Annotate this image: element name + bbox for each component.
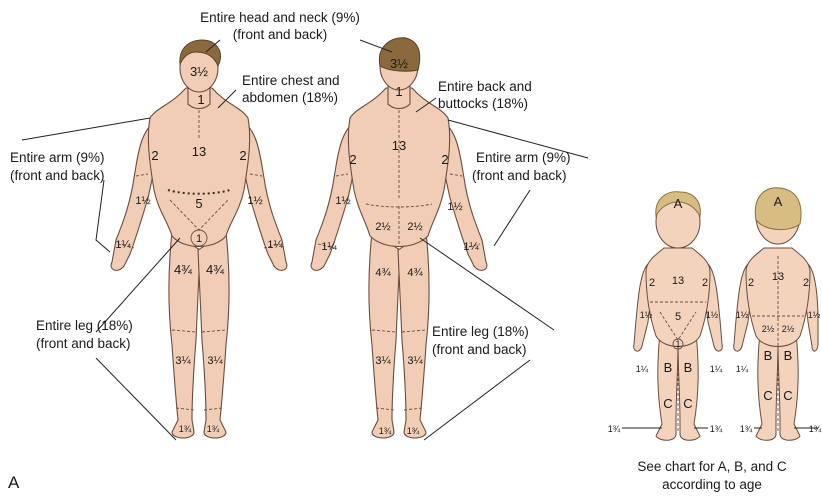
adult-front-foot-left-pct: 1¾ [179,424,192,434]
annotation-leg-right-sub: (front and back) [432,342,527,357]
adult-back-neck-pct: 1 [395,84,402,99]
child-front-foot-left-pct: 1¾ [608,424,621,434]
annotation-back-buttocks: Entire back and [438,79,532,94]
adult-back-thigh-left-pct: 4¾ [375,267,391,279]
annotation-chest-abdomen: Entire chest and [242,73,340,88]
child-back-forearm-right-pct: 1½ [808,310,821,320]
adult-front-hand-left-pct: 1¼ [115,239,131,251]
child-back-thigh-left-label: B [764,348,773,363]
child-front-leg-right-label: C [683,396,692,411]
annotation-back-buttocks-sub: buttocks (18%) [438,96,528,111]
adult-back-hand-right-pct: 1¼ [463,241,479,253]
adult-back-buttock-left-pct: 2½ [375,221,390,233]
annotation-chest-abdomen-sub: abdomen (18%) [242,90,338,105]
adult-front-forearm-left-pct: 1½ [135,195,150,207]
child-back-upper-arm-right-pct: 2 [803,277,809,289]
annotation-head-neck-sub: (front and back) [233,27,328,42]
adult-back-leg-right-pct: 3¼ [407,355,423,367]
child-back-upper-arm-left-pct: 2 [748,277,754,289]
child-front-forearm-left-pct: 1½ [640,310,653,320]
child-front-abdomen-pct: 5 [675,311,681,323]
adult-back-foot-right-pct: 1¾ [407,426,420,436]
child-front-head-label: A [674,196,683,211]
child-front-chest-pct: 13 [672,275,684,287]
adult-back-upper-arm-right-pct: 2 [441,152,448,167]
child-back-foot-left-pct: 1¾ [740,424,753,434]
adult-front-thigh-left-pct: 4¾ [174,262,192,277]
adult-back-forearm-left-pct: 1½ [335,195,350,207]
annotation-head-neck: Entire head and neck (9%) [200,10,360,25]
child-back-foot-right-pct: 1¾ [809,424,822,434]
child-back-leg-right-label: C [783,388,792,403]
adult-back-hand-left-pct: 1¼ [321,241,337,253]
child-front-thigh-left-label: B [664,360,673,375]
annotation-leg-right: Entire leg (18%) [432,324,529,339]
child-back-thigh-right-label: B [784,348,793,363]
adult-back-leg-left-pct: 3¼ [375,355,391,367]
child-front-foot-right-pct: 1¾ [710,424,723,434]
adult-back-buttock-right-pct: 2½ [407,221,422,233]
annotation-leg-left-sub: (front and back) [36,336,131,351]
adult-front-genitalia-pct: 1 [196,233,202,245]
child-front-forearm-right-pct: 1½ [706,310,719,320]
child-front-upper-arm-right-pct: 2 [702,277,708,289]
child-back-hand-left-pct: 1¼ [736,364,749,374]
adult-front-leg-left-pct: 3¼ [175,355,191,367]
adult-back-foot-left-pct: 1¾ [379,426,392,436]
adult-front-foot-right-pct: 1¾ [207,424,220,434]
adult-front-chest-pct: 13 [192,144,206,159]
child-caption-line1: See chart for A, B, and C [637,459,787,474]
child-back-back-pct: 13 [772,271,784,283]
adult-front-head-pct: 3½ [190,64,208,79]
child-back-head-label: A [774,194,783,209]
annotation-arm-right-sub: (front and back) [472,168,567,183]
adult-back-head-pct: 3½ [390,56,408,71]
child-front-leg-left-label: C [663,396,672,411]
adult-front-upper-arm-left-pct: 2 [151,148,158,163]
child-back-buttock-left-pct: 2½ [762,324,775,334]
child-front-thigh-right-label: B [684,360,693,375]
child-front-genitalia-pct: 1 [675,339,680,349]
annotation-leg-left: Entire leg (18%) [36,318,133,333]
annotation-arm-left: Entire arm (9%) [10,150,105,165]
adult-front-forearm-right-pct: 1½ [247,195,262,207]
adult-front-abdomen-pct: 5 [195,196,202,211]
child-caption-line2: according to age [662,477,762,492]
adult-back-thigh-right-pct: 4¾ [407,267,423,279]
adult-back-back-pct: 13 [392,138,406,153]
adult-back-upper-arm-left-pct: 2 [349,152,356,167]
child-back-buttock-right-pct: 2½ [782,324,795,334]
annotation-arm-left-sub: (front and back) [10,168,105,183]
adult-front-upper-arm-right-pct: 2 [239,148,246,163]
child-front-hand-left-pct: 1¼ [636,364,649,374]
child-front-upper-arm-left-pct: 2 [649,277,655,289]
annotation-arm-right: Entire arm (9%) [476,150,571,165]
adult-front-neck-pct: 1 [197,92,204,107]
adult-front-leg-right-pct: 3¼ [207,355,223,367]
child-back-leg-left-label: C [763,388,772,403]
adult-front-hand-right-pct: 1¼ [267,239,283,251]
child-back-forearm-left-pct: 1½ [736,310,749,320]
adult-back-forearm-right-pct: 1½ [447,201,462,213]
adult-front-thigh-right-pct: 4¾ [206,262,224,277]
figure-label: A [8,473,20,492]
child-front-hand-right-pct: 1¼ [710,364,723,374]
